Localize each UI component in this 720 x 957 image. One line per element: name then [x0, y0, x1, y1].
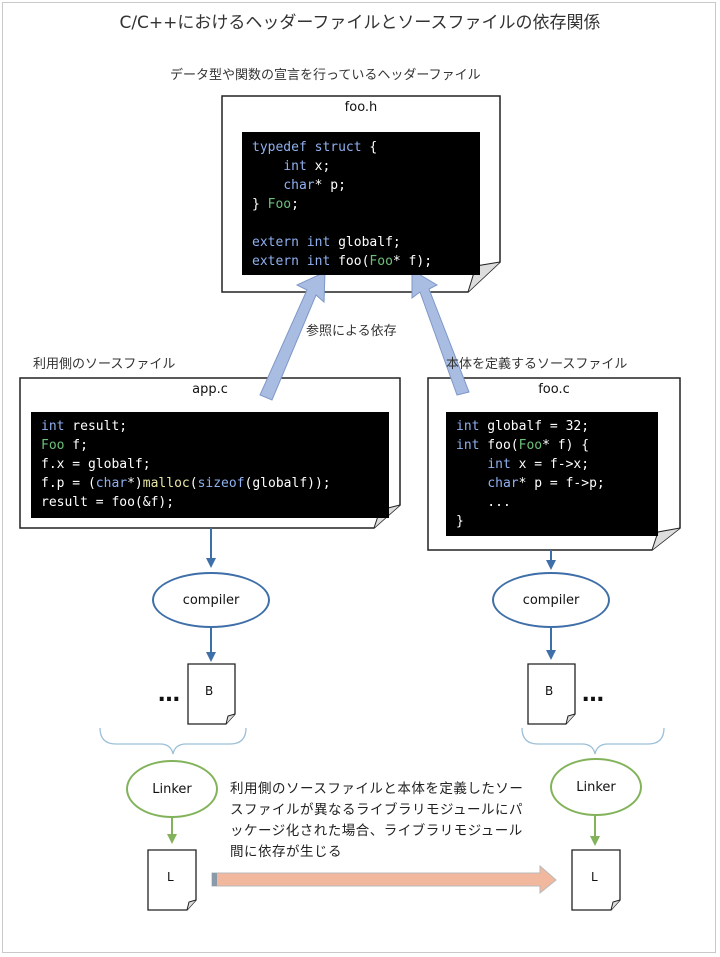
code-token: typedef struct: [252, 140, 362, 155]
library-label-right: L: [591, 870, 598, 884]
app-code-block: int result;Foo f;f.x = globalf;f.p = (ch…: [31, 412, 389, 518]
library-file-left: [147, 849, 197, 911]
reference-arrow-left: [259, 271, 326, 401]
left-source-caption: 利用側のソースファイル: [33, 357, 176, 372]
code-token: int: [456, 419, 480, 434]
code-token: char: [487, 476, 519, 491]
code-line: int foo(Foo* f) {: [456, 436, 648, 455]
code-token: sizeof: [197, 476, 245, 491]
code-token: char: [283, 178, 315, 193]
object-file-left: [187, 663, 236, 725]
code-line: int x;: [252, 157, 470, 176]
code-line: int globalf = 32;: [456, 417, 648, 436]
object-file-right: [527, 663, 576, 725]
code-token: [252, 159, 283, 174]
code-token: foo(: [330, 254, 370, 269]
code-token: ...: [456, 495, 511, 510]
brace-left: [99, 727, 247, 755]
code-line: extern int globalf;: [252, 233, 470, 252]
foo-code-block: int globalf = 32;int foo(Foo* f) { int x…: [446, 412, 658, 536]
code-token: * f);: [392, 254, 433, 269]
compiler-right: compiler: [492, 572, 610, 628]
code-line: } Foo;: [252, 195, 470, 214]
code-line: f.x = globalf;: [41, 455, 379, 474]
code-token: int: [283, 159, 307, 174]
code-token: malloc: [142, 476, 190, 491]
code-token: globalf = 32;: [479, 419, 590, 434]
header-file-caption: データ型や関数の宣言を行っているヘッダーファイル: [170, 68, 481, 83]
code-token: int: [456, 438, 480, 453]
code-token: globalf;: [330, 235, 401, 250]
code-token: * f) {: [542, 438, 590, 453]
code-token: {: [361, 140, 378, 155]
object-label-right: B: [545, 684, 554, 698]
code-token: (globalf));: [244, 476, 331, 491]
header-file-name: foo.h: [344, 100, 378, 115]
code-token: foo(: [479, 438, 519, 453]
header-code-block: typedef struct { int x; char* p;} Foo;ex…: [242, 132, 480, 275]
code-token: }: [252, 197, 268, 212]
right-source-caption: 本体を定義するソースファイル: [446, 357, 628, 372]
app-file-name: app.c: [192, 382, 228, 397]
ellipsis-left: …: [158, 682, 181, 707]
library-label-left: L: [167, 870, 174, 884]
code-token: f;: [64, 438, 88, 453]
linker-right: Linker: [550, 758, 642, 816]
code-token: [456, 457, 487, 472]
object-label-left: B: [205, 684, 214, 698]
code-token: result = foo(&f);: [41, 495, 175, 510]
code-token: ;: [291, 197, 299, 212]
code-line: char* p = f->p;: [456, 474, 648, 493]
code-token: int: [41, 419, 65, 434]
code-token: f.p = (: [41, 476, 96, 491]
code-token: Foo: [369, 254, 393, 269]
foo-file: foo.c: [428, 378, 680, 550]
code-line: f.p = (char*)malloc(sizeof(globalf));: [41, 474, 379, 493]
code-line: [252, 214, 470, 233]
code-token: f.x = globalf;: [41, 457, 151, 472]
code-line: Foo f;: [41, 436, 379, 455]
code-token: (: [189, 476, 198, 491]
code-token: *): [127, 476, 143, 491]
dependency-note: 利用側のソースファイルと本体を定義したソースファイルが異なるライブラリモジュール…: [230, 781, 524, 860]
code-token: int: [487, 457, 511, 472]
app-file: app.c: [20, 378, 400, 528]
reference-arrow-right: [411, 269, 470, 396]
header-file: foo.h: [222, 96, 500, 292]
code-token: extern int: [252, 254, 331, 269]
ellipsis-right: …: [582, 682, 605, 707]
compiler-left: compiler: [152, 572, 270, 628]
code-line: int result;: [41, 417, 379, 436]
foo-file-name: foo.c: [538, 382, 570, 397]
code-token: char: [95, 476, 128, 491]
code-line: extern int foo(Foo* f);: [252, 252, 470, 271]
code-token: * p;: [314, 178, 346, 193]
code-token: [252, 178, 283, 193]
code-token: x = f->x;: [510, 457, 590, 472]
code-token: }: [456, 514, 464, 529]
code-token: Foo: [518, 438, 543, 453]
code-line: }: [456, 512, 648, 531]
code-token: [456, 476, 487, 491]
code-line: ...: [456, 493, 648, 512]
code-line: result = foo(&f);: [41, 493, 379, 512]
code-line: typedef struct {: [252, 138, 470, 157]
code-token: Foo: [267, 197, 292, 212]
reference-label: 参照による依存: [306, 324, 397, 339]
linker-left: Linker: [126, 760, 218, 818]
code-token: Foo: [41, 438, 65, 453]
code-token: * p = f->p;: [518, 476, 605, 491]
brace-right: [521, 727, 665, 755]
code-line: char* p;: [252, 176, 470, 195]
code-token: result;: [64, 419, 128, 434]
library-file-right: [571, 849, 621, 911]
library-dependency-arrow: [211, 864, 557, 895]
code-line: int x = f->x;: [456, 455, 648, 474]
diagram-title: C/C++におけるヘッダーファイルとソースファイルの依存関係: [119, 13, 601, 33]
code-token: extern int: [252, 235, 331, 250]
code-token: x;: [306, 159, 331, 174]
